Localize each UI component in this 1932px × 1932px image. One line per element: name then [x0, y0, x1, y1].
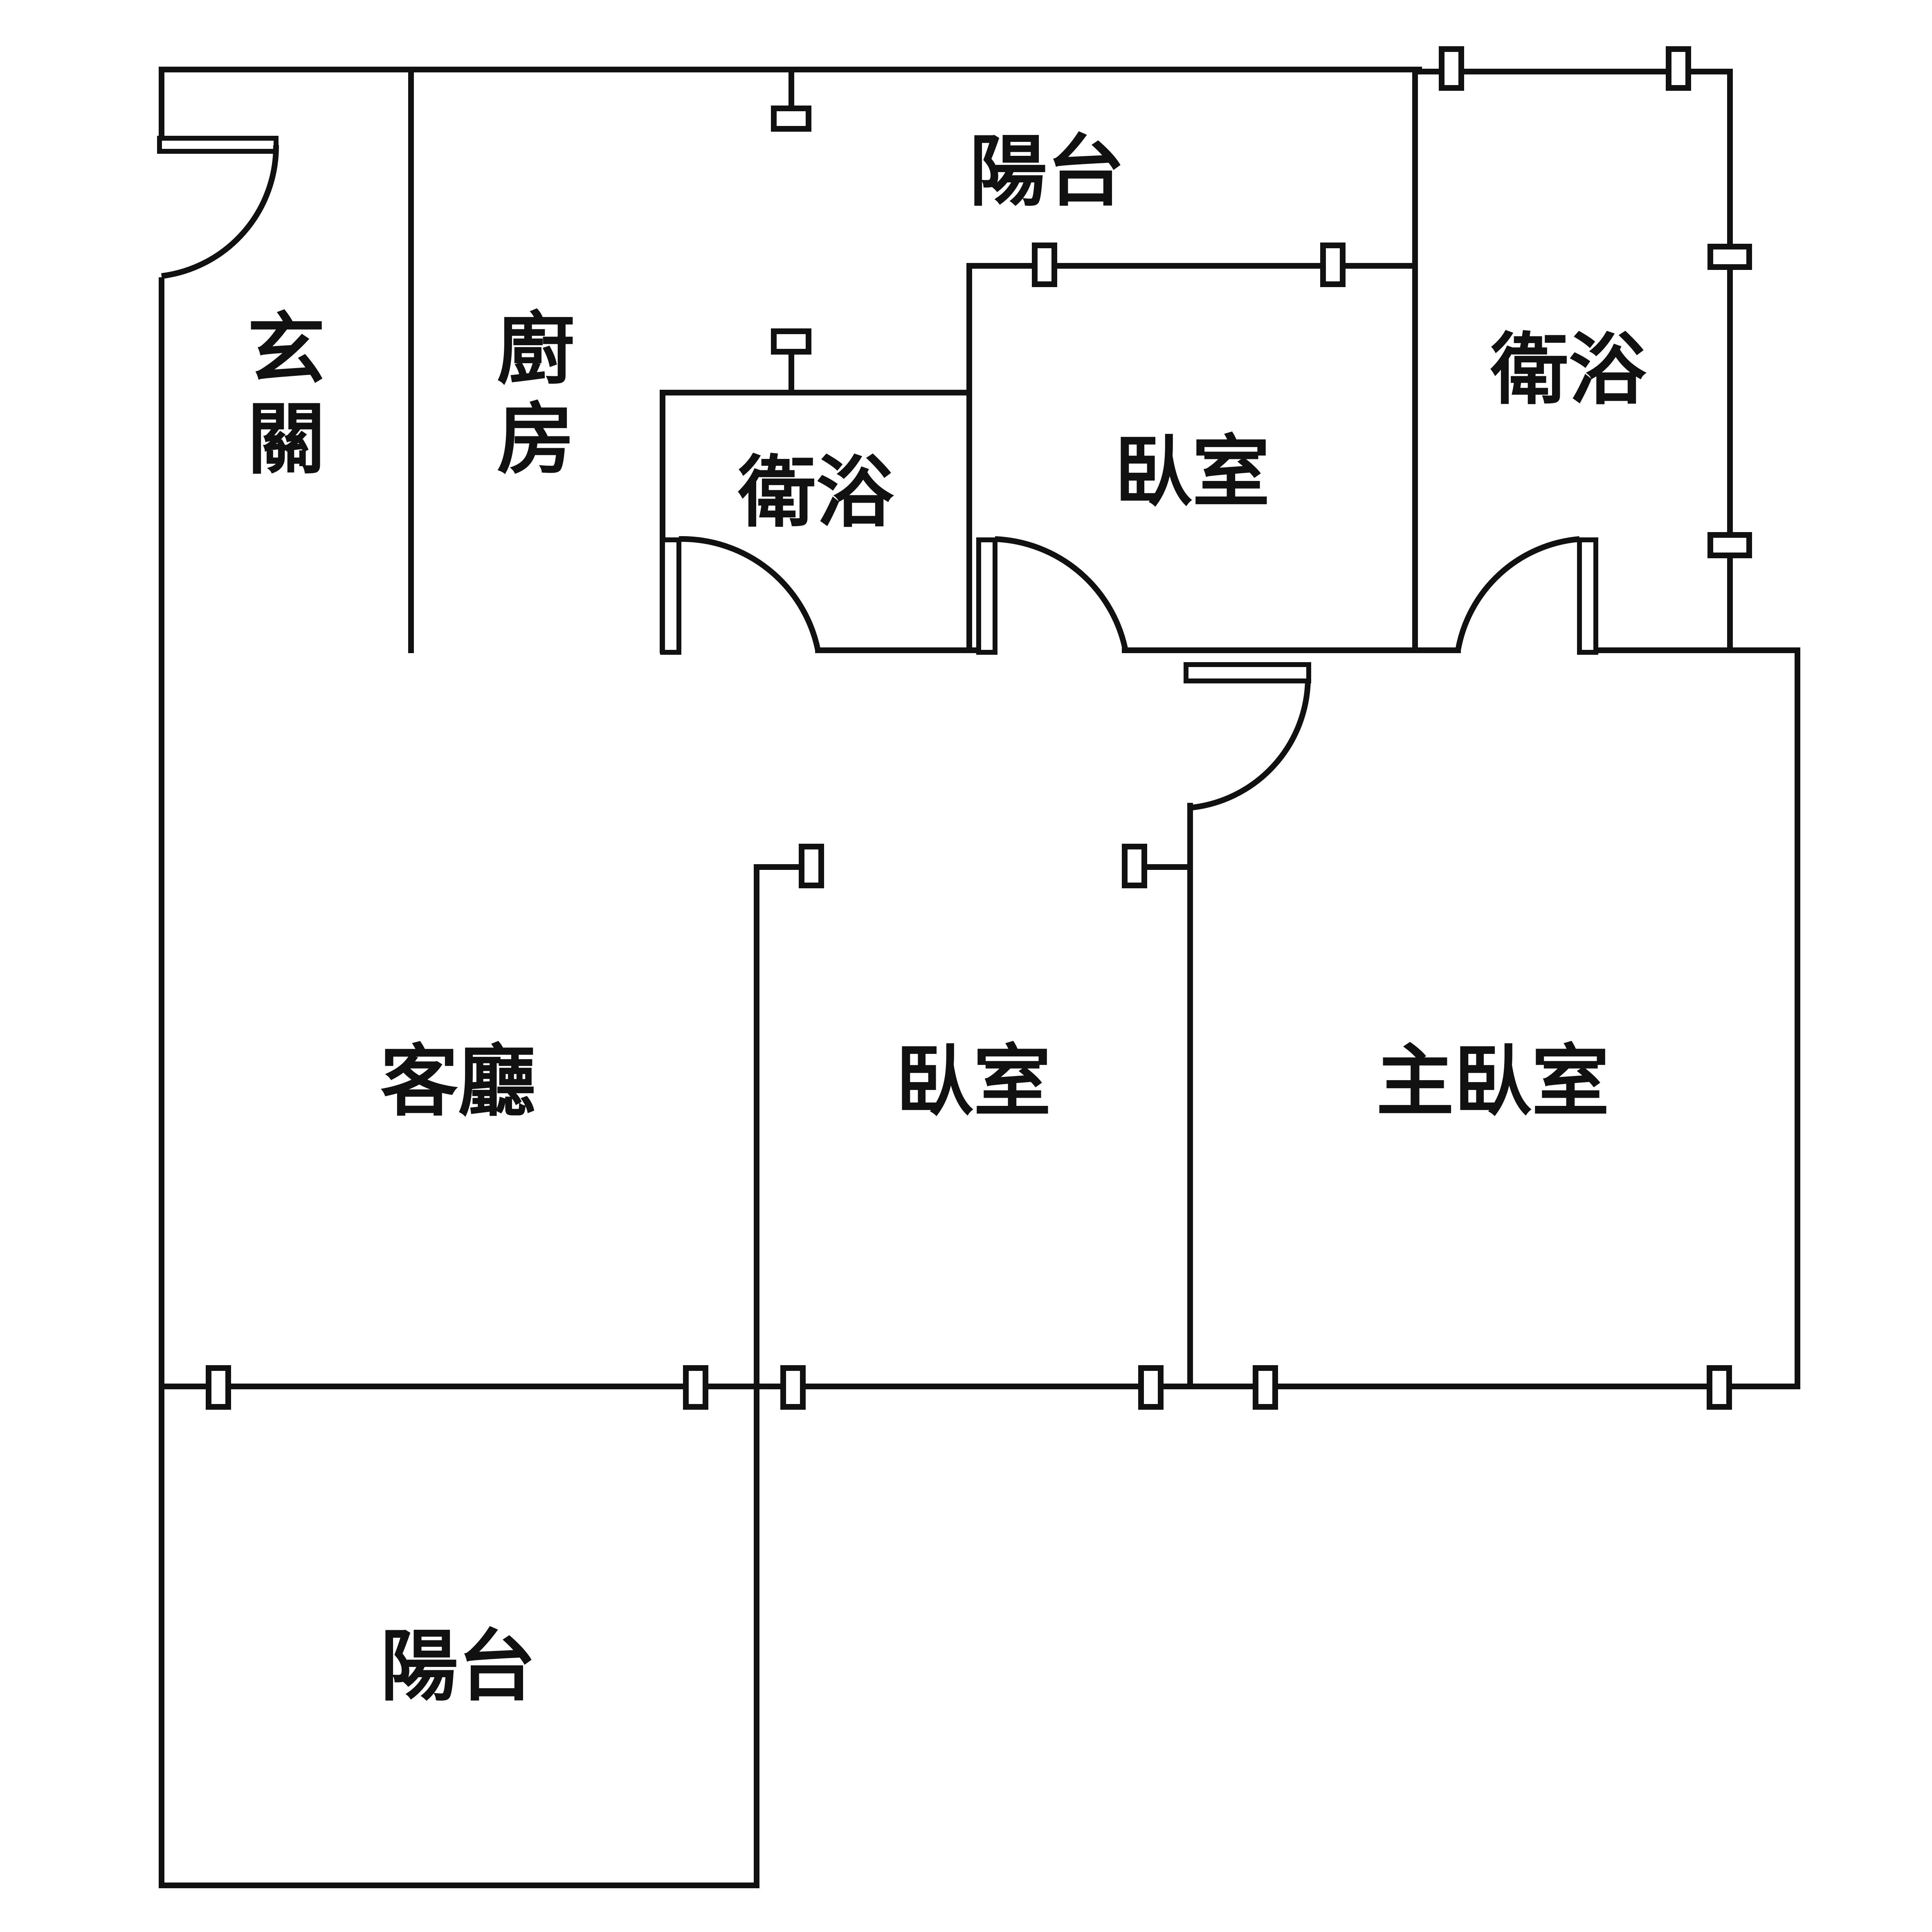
label-kitchen: 廚 房 廚房: [497, 304, 575, 485]
window: [771, 328, 811, 355]
window: [1032, 243, 1057, 287]
label-entrance: 玄 關 玄關: [247, 304, 325, 485]
master-bedroom-door: [1184, 662, 1311, 811]
window: [1439, 46, 1464, 91]
window: [206, 1365, 231, 1410]
window: [1122, 844, 1147, 888]
kitchen-label-char: 房: [497, 394, 575, 485]
label-bath-right: 衛浴: [1490, 325, 1647, 415]
window: [771, 106, 811, 132]
label-living-room: 客廳: [380, 1036, 536, 1127]
windows: [206, 46, 1752, 1410]
window: [1707, 1365, 1732, 1410]
room-labels: 玄 關 玄關 廚 房 廚房 陽台 衛浴 臥室 衛浴 客廳 臥室 主臥室 陽台: [247, 126, 1647, 1712]
entrance-door: [157, 136, 279, 279]
label-balcony-bottom: 陽台: [380, 1621, 536, 1712]
window: [1320, 243, 1346, 287]
entrance-label-char: 玄: [247, 304, 325, 395]
window: [1707, 244, 1752, 270]
window: [799, 844, 824, 888]
label-master-bedroom: 主臥室: [1376, 1036, 1609, 1127]
label-bedroom-middle: 臥室: [896, 1036, 1051, 1127]
window: [1253, 1365, 1278, 1410]
label-bath-small: 衛浴: [738, 447, 894, 538]
window: [1138, 1365, 1164, 1410]
label-bedroom-upper: 臥室: [1114, 427, 1270, 517]
kitchen-label-char: 廚: [497, 304, 575, 395]
window: [683, 1365, 708, 1410]
label-balcony-top: 陽台: [969, 126, 1125, 217]
upper-bedroom-door: [976, 536, 1128, 655]
window: [1707, 532, 1752, 558]
doors: [157, 136, 1598, 811]
entrance-label-char: 關: [247, 394, 325, 485]
right-bath-door: [1455, 536, 1598, 655]
window: [780, 1365, 806, 1410]
small-bath-door: [660, 536, 821, 655]
window: [1666, 46, 1691, 91]
